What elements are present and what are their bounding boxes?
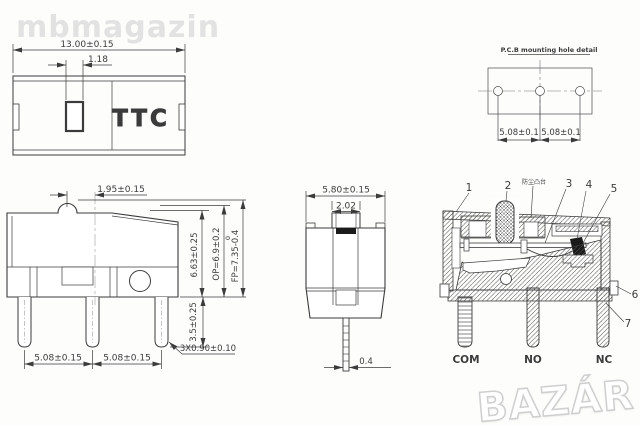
dim-front-button: 2.02: [336, 202, 356, 212]
part-number-1: 1: [466, 182, 473, 194]
dim-op: OP=6.9±0.2: [212, 227, 222, 280]
part-number-3: 3: [566, 178, 573, 190]
pcb-mounting-hole-detail: P.C.B mounting hole detail 5.08±0.1 5.08…: [478, 46, 602, 143]
dim-pin-pitch-1: 5.08±0.15: [34, 354, 82, 364]
part-number-5: 5: [611, 183, 618, 195]
dim-fp: FP=7.35-0.4: [231, 230, 241, 283]
dim-pin-thickness: 0.4: [359, 357, 373, 367]
pcb-dim-left: 5.08±0.1: [499, 128, 539, 138]
top-view: TTC 13.00±0.15 1.18: [12, 40, 186, 156]
dim-button-width-top: 1.18: [88, 55, 108, 65]
terminal-com-label: COM: [452, 354, 479, 366]
dust-boss-label: 防尘凸台: [522, 178, 546, 186]
terminal-no-label: NO: [524, 354, 542, 366]
part-number-2: 2: [505, 180, 512, 192]
dim-front-width: 5.80±0.15: [322, 186, 370, 196]
dim-body-height: 6.63±0.25: [190, 233, 200, 278]
dim-overall-width: 13.00±0.15: [60, 40, 113, 50]
pcb-dim-right: 5.08±0.1: [541, 128, 581, 138]
part-number-4: 4: [586, 179, 593, 191]
terminal-nc-label: NC: [596, 354, 613, 366]
dim-button-offset: 1.95±0.15: [97, 185, 145, 195]
part-number-7: 7: [625, 318, 632, 330]
watermark-mbmagazin: mbmagazin: [16, 10, 221, 45]
side-view: 1.95±0.15 6.63±0.25 OP=6.9±0.2 FP=7.35-0…: [6, 185, 246, 369]
part-number-6: 6: [632, 289, 639, 301]
dim-pin-width: 3X0.90±0.10: [180, 344, 236, 354]
dim-fp-upper-tol: 0: [224, 236, 232, 240]
dim-pin-pitch-2: 5.08±0.15: [103, 354, 151, 364]
section-view: 1 2 防尘凸台 3 4 5 6 7 COM NO NC: [439, 178, 639, 366]
pcb-detail-title: P.C.B mounting hole detail: [501, 46, 598, 54]
ttc-logo: TTC: [112, 106, 170, 132]
front-view: 5.80±0.15 2.02 0.4: [305, 186, 391, 372]
dim-pin-length: 3.5±0.25: [189, 302, 199, 342]
